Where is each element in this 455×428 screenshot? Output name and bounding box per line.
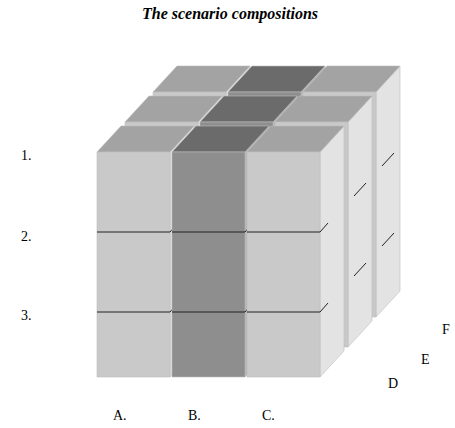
block-top	[303, 66, 400, 92]
division-line	[172, 312, 245, 313]
block-side	[348, 96, 372, 347]
division-line	[97, 232, 170, 233]
block-side	[376, 66, 400, 317]
column-letter: A.	[113, 409, 127, 423]
division-line	[97, 312, 170, 313]
division-line	[247, 312, 320, 313]
division-line	[382, 153, 394, 166]
division-line	[320, 303, 328, 312]
depth-letter: D	[388, 377, 398, 391]
block-top	[247, 126, 344, 152]
block-front	[172, 152, 245, 377]
depth-letter: E	[421, 353, 430, 367]
block-top	[275, 96, 372, 122]
division-line	[354, 183, 366, 196]
block-front	[97, 152, 170, 377]
division-line	[247, 232, 320, 233]
division-line	[320, 223, 328, 232]
block-front	[247, 152, 320, 377]
row-number: 1.	[21, 149, 32, 163]
division-line	[172, 232, 245, 233]
diagram-title: The scenario compositions	[142, 6, 318, 22]
row-number: 3.	[21, 309, 32, 323]
column-letter: B.	[188, 409, 201, 423]
block-side	[320, 126, 344, 377]
division-line	[382, 233, 394, 246]
column-letter: C.	[262, 409, 275, 423]
division-line	[354, 263, 366, 276]
depth-letter: F	[442, 323, 450, 337]
row-number: 2.	[21, 230, 32, 244]
